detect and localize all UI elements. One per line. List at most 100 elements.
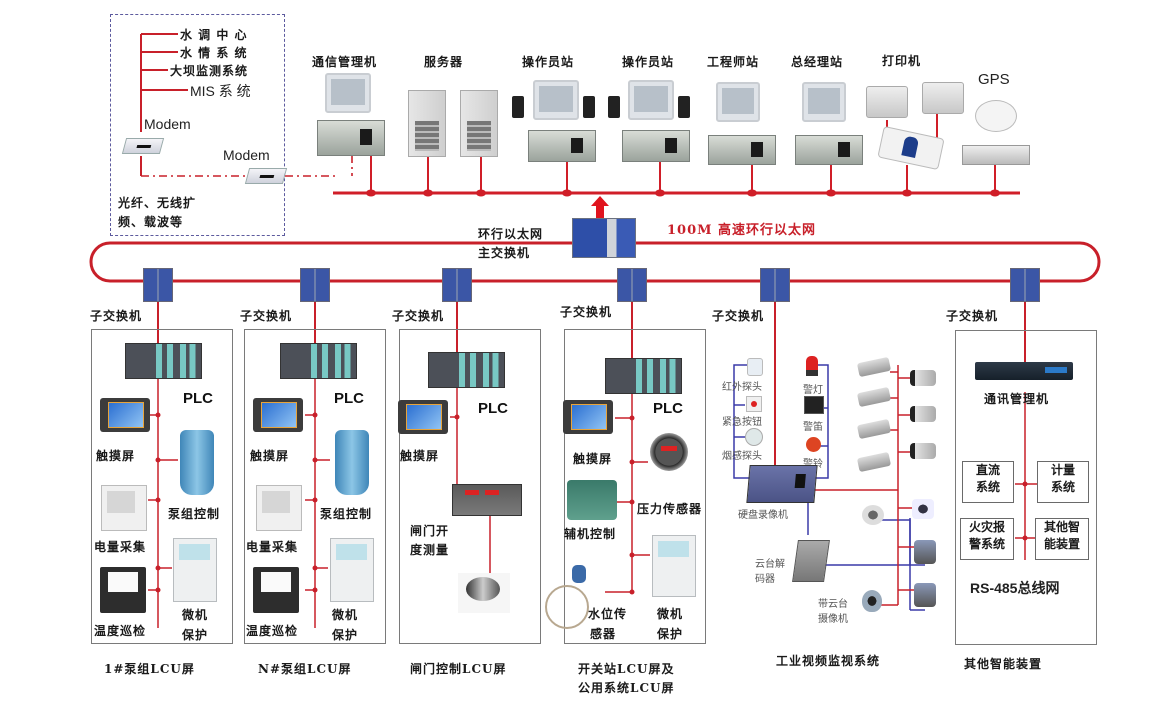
- sub-switch-icon: [442, 268, 472, 302]
- pc-case-icon: [317, 120, 385, 156]
- pc-case-icon: [708, 135, 776, 165]
- sub-switch-icon: [617, 268, 647, 302]
- item-label: 触摸屏: [96, 449, 136, 463]
- plc-label: PLC: [334, 390, 364, 407]
- main-switch-label: 环行以太网: [478, 227, 544, 241]
- item-label: 温度巡检: [94, 624, 147, 638]
- pump-icon: [180, 430, 214, 495]
- uplink-arrow: [591, 196, 609, 218]
- item-label: 保护: [182, 628, 209, 642]
- item-label: 码器: [755, 574, 775, 585]
- camera-icon: [910, 443, 936, 459]
- link-note: 频、载波等: [118, 215, 184, 229]
- dc-system-box: 直流 系统: [962, 461, 1014, 503]
- other-intelligent-device-box: 其他智 能装置: [1035, 518, 1089, 560]
- external-system-label: 大坝监测系统: [170, 64, 249, 78]
- gate-opening-meter-icon: [452, 484, 522, 516]
- rs485-bus-label: RS-485总线网: [970, 580, 1060, 596]
- water-level-sensor-icon: [572, 565, 586, 583]
- item-label: 触摸屏: [250, 449, 290, 463]
- pressure-gauge-icon: [650, 433, 688, 471]
- power-meter-icon: [101, 485, 147, 531]
- gps-label: GPS: [978, 71, 1010, 88]
- encoder-icon: [458, 573, 510, 613]
- metering-system-box: 计量 系统: [1037, 461, 1089, 503]
- main-switch-label: 主交换机: [478, 246, 531, 260]
- server-icon: [408, 90, 446, 157]
- box-label: 火灾报: [968, 520, 1005, 534]
- speaker-icon: [608, 96, 620, 118]
- dome-camera-icon: [912, 499, 934, 519]
- modem-icon: [121, 138, 165, 154]
- other-devices-panel: [955, 330, 1097, 645]
- plc-label: PLC: [183, 390, 213, 407]
- panel-title: 闸门控制LCU屏: [410, 662, 507, 676]
- item-label: 泵组控制: [168, 507, 221, 521]
- box-label: 警系统: [968, 537, 1005, 551]
- alarm-bell-icon: [806, 437, 821, 452]
- device-label: 服务器: [424, 55, 464, 69]
- touchscreen-icon: [100, 398, 150, 432]
- gps-antenna-icon: [975, 100, 1017, 132]
- pc-case-icon: [795, 135, 863, 165]
- speed-dome-icon: [862, 505, 884, 525]
- speaker-icon: [512, 96, 524, 118]
- printer-icon: [866, 86, 908, 118]
- box-label: 系统: [975, 480, 1000, 494]
- pump1-lcu-panel: [91, 329, 233, 644]
- speaker-icon: [583, 96, 595, 118]
- item-label: 紧急按钮: [722, 417, 762, 428]
- device-label: 总经理站: [791, 55, 844, 69]
- ptz-dome-camera-icon: [862, 590, 882, 612]
- touchscreen-icon: [398, 400, 448, 434]
- item-label: 触摸屏: [573, 452, 613, 466]
- item-label: 闸门开: [410, 524, 450, 538]
- item-label: 硬盘录像机: [738, 510, 788, 521]
- external-system-label: 水 调 中 心: [180, 28, 248, 42]
- switchyard-lcu-panel: [564, 329, 706, 644]
- item-label: 警铃: [803, 455, 823, 470]
- item-label: 泵组控制: [320, 507, 373, 521]
- monitor-icon: [533, 80, 579, 120]
- device-label: 操作员站: [622, 55, 675, 69]
- sub-switch-icon: [760, 268, 790, 302]
- sensor-cable-icon: [545, 585, 589, 629]
- box-label: 直流: [975, 463, 1000, 477]
- item-label: 压力传感器: [637, 502, 703, 516]
- external-system-label: 水 情 系 统: [180, 46, 248, 60]
- sub-switch-icon: [143, 268, 173, 302]
- plc-icon: [125, 343, 202, 379]
- modem-label: Modem: [144, 116, 191, 132]
- panel-title: 开关站LCU屏及: [578, 662, 675, 676]
- item-label: 辅机控制: [564, 527, 617, 541]
- item-label: 温度巡检: [246, 624, 299, 638]
- monitor-icon: [716, 82, 760, 122]
- device-label: 通信管理机: [312, 55, 378, 69]
- monitor-icon: [802, 82, 846, 122]
- pc-case-icon: [622, 130, 690, 162]
- infrared-detector-icon: [747, 358, 763, 376]
- sub-switch-label: 子交换机: [560, 305, 613, 319]
- item-label: 摄像机: [818, 614, 848, 625]
- printer-icon: [922, 82, 964, 114]
- emergency-button-icon: [746, 396, 762, 412]
- item-label: 电量采集: [246, 540, 299, 554]
- ptz-decoder-icon: [792, 540, 830, 582]
- siren-icon: [804, 396, 824, 414]
- item-label: 微机: [657, 607, 684, 621]
- pump-icon: [335, 430, 369, 495]
- sub-switch-icon: [1010, 268, 1040, 302]
- panel-title: 其他智能装置: [964, 657, 1043, 671]
- item-label: 保护: [657, 627, 684, 641]
- monitor-icon: [325, 73, 371, 113]
- link-note: 光纤、无线扩: [118, 196, 197, 210]
- gps-receiver-icon: [962, 145, 1030, 165]
- sub-switch-label: 子交换机: [392, 309, 445, 323]
- power-meter-icon: [256, 485, 302, 531]
- comm-manager-label: 通讯管理机: [984, 392, 1050, 406]
- fire-alarm-system-box: 火灾报 警系统: [960, 518, 1014, 560]
- item-label: 带云台: [818, 599, 848, 610]
- item-label: 电量采集: [94, 540, 147, 554]
- ptz-camera-icon: [914, 540, 936, 564]
